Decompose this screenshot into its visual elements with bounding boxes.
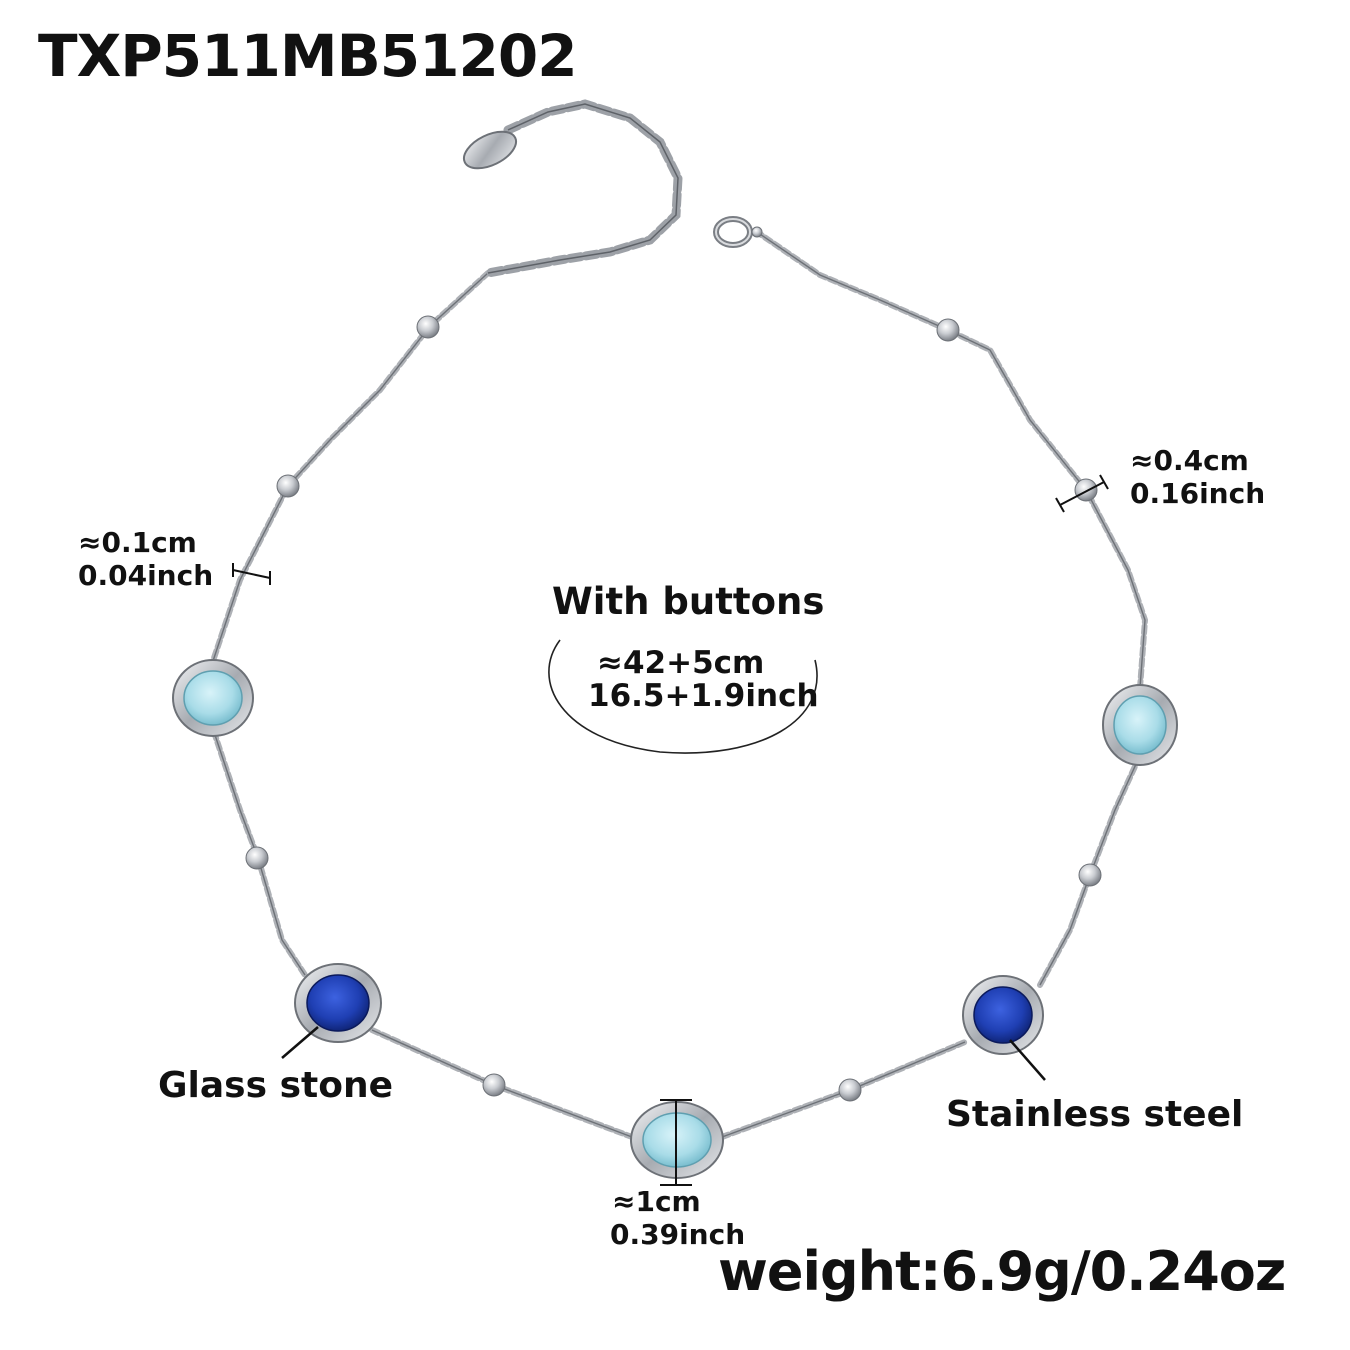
length-inch: 16.5+1.9inch (588, 678, 819, 714)
bead (245, 846, 269, 870)
stone-light-left (172, 659, 254, 737)
extender-chain (483, 99, 683, 278)
stone-dimension: ≈1cm 0.39inch (610, 1185, 745, 1251)
stone-height-marker (660, 1099, 692, 1186)
bead (936, 318, 960, 342)
bead (838, 1078, 862, 1102)
chain-dimension-cm: ≈0.1cm (78, 526, 197, 559)
lobster-clasp (713, 216, 763, 248)
stone-dark-right (962, 975, 1044, 1055)
length-title: With buttons (552, 580, 825, 623)
product-weight: weight:6.9g/0.24oz (718, 1240, 1286, 1303)
stone-dark-left (294, 963, 382, 1043)
stone-light-right (1102, 684, 1178, 766)
bead-dimension-inch: 0.16inch (1130, 477, 1266, 510)
glass-stone-label: Glass stone (158, 1065, 393, 1106)
bead-dimension-cm: ≈0.4cm (1130, 444, 1249, 477)
bead (1078, 863, 1102, 887)
stone-dimension-cm: ≈1cm (612, 1185, 701, 1218)
product-sku: TXP511MB51202 (38, 22, 578, 90)
beads (245, 315, 1102, 1102)
chain-width-marker (232, 563, 271, 585)
center-ellipse (548, 639, 818, 754)
bead-dimension: ≈0.4cm 0.16inch (1130, 444, 1265, 510)
bead (1074, 478, 1098, 502)
chain-dimension-inch: 0.04inch (78, 559, 214, 592)
logo-tag (462, 130, 518, 170)
chain-dimension: ≈0.1cm 0.04inch (78, 526, 213, 592)
bead (482, 1073, 506, 1097)
stone-dimension-inch: 0.39inch (610, 1218, 746, 1251)
bead-width-marker (1055, 474, 1109, 513)
length-cm: ≈42+5cm (597, 645, 765, 681)
stainless-steel-pointer (1009, 1039, 1046, 1081)
stainless-steel-label: Stainless steel (946, 1094, 1244, 1135)
bead (276, 474, 300, 498)
glass-stone-pointer (281, 1026, 319, 1059)
bead (416, 315, 440, 339)
